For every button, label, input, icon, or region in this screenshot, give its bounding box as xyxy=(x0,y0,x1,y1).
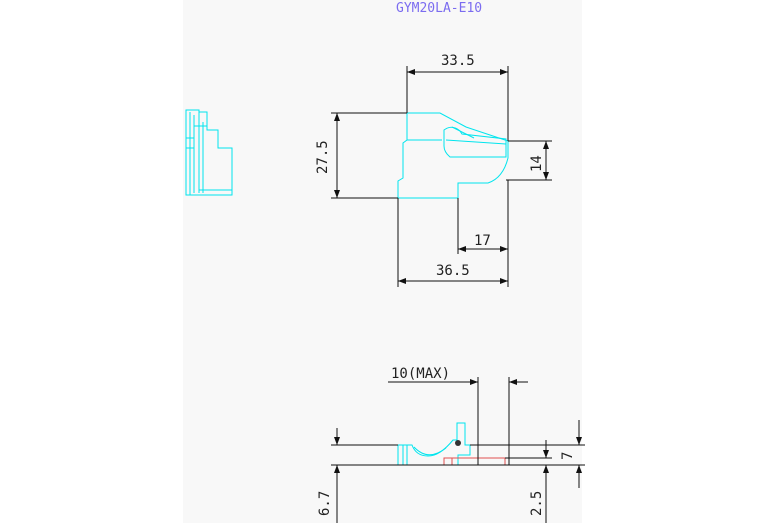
top-view: 33.5 27.5 14 17 36.5 xyxy=(315,53,552,287)
top-view-outline xyxy=(397,112,509,199)
side-view xyxy=(185,109,233,196)
dim-left-height: 27.5 xyxy=(315,140,331,174)
dim-inner-width: 17 xyxy=(474,233,491,249)
front-view: 10(MAX) 6.7 7 2.5 xyxy=(317,366,585,523)
clip-detail xyxy=(443,126,507,158)
dim-left-bottom: 6.7 xyxy=(317,491,333,516)
drawing-title: GYM20LA-E10 xyxy=(396,1,482,16)
dim-right-height: 14 xyxy=(529,155,545,172)
dim-top-width: 33.5 xyxy=(441,53,475,69)
dim-max-offset: 10(MAX) xyxy=(391,366,450,382)
dim-right-side: 7 xyxy=(560,452,576,460)
dim-right-bottom: 2.5 xyxy=(529,491,545,516)
drawing-sheet xyxy=(183,0,582,523)
dim-total-width: 36.5 xyxy=(436,263,470,279)
pivot-point xyxy=(455,440,461,446)
